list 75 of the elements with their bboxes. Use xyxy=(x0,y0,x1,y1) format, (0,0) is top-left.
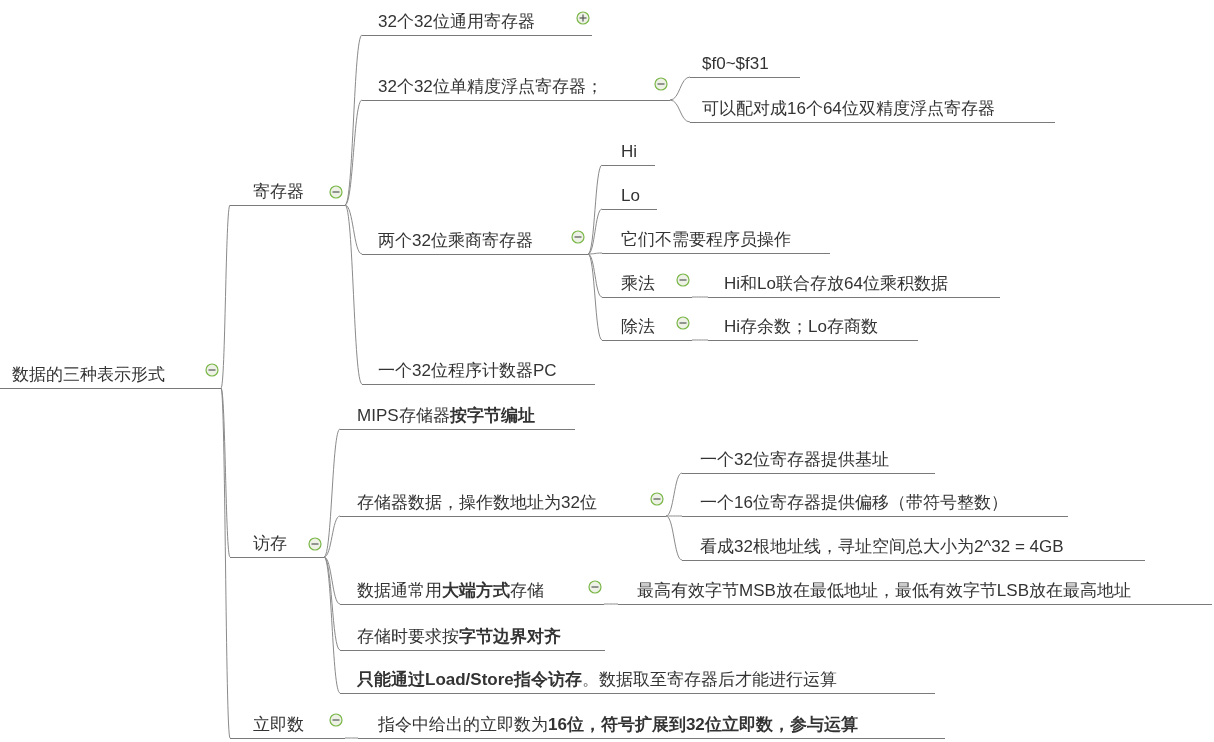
topic-node xyxy=(340,668,935,694)
connector-curve xyxy=(323,428,341,558)
topic-text: 访存 xyxy=(253,534,287,554)
topic-node xyxy=(602,315,692,341)
topic-text: 数据通常用大端方式存储 xyxy=(357,581,544,601)
topic-text: 乘法 xyxy=(621,274,655,294)
topic-text: 寄存器 xyxy=(253,182,304,202)
topic-node xyxy=(0,363,221,389)
connector-curve xyxy=(665,515,683,517)
topic-text: 两个32位乘商寄存器 xyxy=(378,231,533,251)
topic-node xyxy=(340,625,605,651)
connector-curve xyxy=(344,204,363,385)
topic-text: 32个32位单精度浮点寄存器； xyxy=(378,77,603,97)
topic-node xyxy=(602,228,830,254)
topic-node xyxy=(362,359,595,385)
connector-curve xyxy=(323,556,341,651)
topic-text: 只能通过Load/Store指令访存。数据取至寄存器后才能进行运算 xyxy=(357,670,837,690)
topic-node xyxy=(230,532,324,558)
topic-node xyxy=(230,713,345,739)
topic-node xyxy=(362,75,670,101)
topic-text: 看成32根地址线，寻址空间总大小为2^32 = 4GB xyxy=(700,537,1064,557)
topic-node xyxy=(362,229,588,255)
topic-text: Lo xyxy=(621,186,640,206)
topic-text: 除法 xyxy=(621,317,655,337)
topic-text: MIPS存储器按字节编址 xyxy=(357,406,535,426)
connector-curve xyxy=(344,204,363,255)
topic-node xyxy=(358,713,945,739)
connector-curve xyxy=(587,164,603,255)
connector-curve xyxy=(603,603,619,605)
connector-curve xyxy=(669,76,691,101)
topic-text: 可以配对成16个64位双精度浮点寄存器 xyxy=(702,99,995,119)
connector-curve xyxy=(220,204,231,389)
connector-curve xyxy=(587,208,603,255)
topic-text: Hi xyxy=(621,142,638,162)
connector-curve xyxy=(587,253,603,341)
topic-node xyxy=(708,315,918,341)
topic-text: Hi和Lo联合存放64位乘积数据 xyxy=(724,274,948,294)
topic-text: 32个32位通用寄存器 xyxy=(378,12,535,32)
topic-node xyxy=(682,491,1068,517)
topic-text: 指令中给出的立即数为16位，符号扩展到32位立即数，参与运算 xyxy=(378,715,858,735)
connector-curve xyxy=(669,99,691,123)
topic-node xyxy=(230,180,345,206)
topic-node xyxy=(362,10,592,36)
topic-text: 最高有效字节MSB放在最低地址，最低有效字节LSB放在最高地址 xyxy=(637,581,1131,601)
connector-curve xyxy=(665,472,683,517)
topic-node xyxy=(602,272,692,298)
topic-node xyxy=(340,579,604,605)
topic-node xyxy=(682,448,935,474)
topic-text: 数据的三种表示形式 xyxy=(12,365,165,385)
topic-text: 一个16位寄存器提供偏移（带符号整数） xyxy=(700,493,1008,513)
topic-text: 立即数 xyxy=(253,715,304,735)
topic-text: 存储器数据，操作数地址为32位 xyxy=(357,493,597,513)
connector-curve xyxy=(220,387,231,739)
topic-node xyxy=(690,97,1055,123)
connector-curve xyxy=(344,737,359,739)
topic-node xyxy=(618,579,1212,605)
connector-curve xyxy=(587,253,603,298)
topic-text: 存储时要求按字节边界对齐 xyxy=(357,627,561,647)
connector-curve xyxy=(691,296,709,298)
topic-text: $f0~$f31 xyxy=(702,54,769,74)
topic-text: Hi存余数；Lo存商数 xyxy=(724,317,878,337)
topic-node xyxy=(340,404,575,430)
topic-text: 一个32位程序计数器PC xyxy=(378,361,557,381)
connector-curve xyxy=(323,515,341,558)
connector-curve xyxy=(587,252,603,255)
connector-curve xyxy=(665,515,683,561)
connector-curve xyxy=(323,556,341,694)
connector-curve xyxy=(344,99,363,206)
topic-node xyxy=(340,491,666,517)
topic-text: 一个32位寄存器提供基址 xyxy=(700,450,889,470)
connector-curve xyxy=(323,556,341,605)
topic-node xyxy=(708,272,1000,298)
topic-node xyxy=(682,535,1145,561)
topic-text: 它们不需要程序员操作 xyxy=(621,230,791,250)
connector-curve xyxy=(691,339,709,341)
